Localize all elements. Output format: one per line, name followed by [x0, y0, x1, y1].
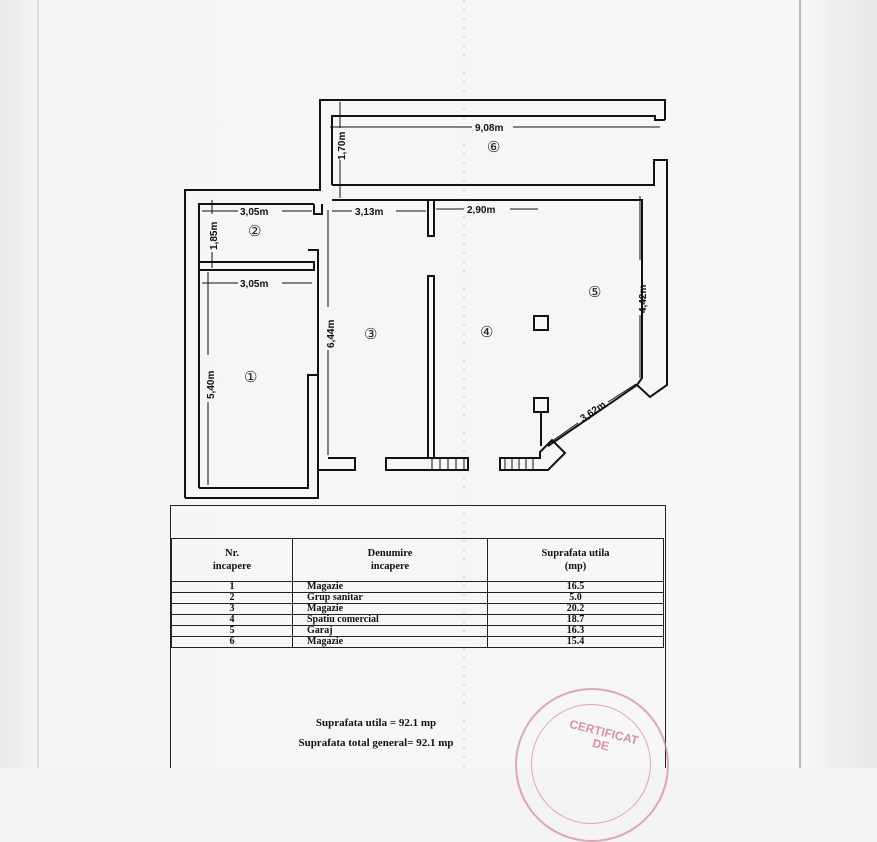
partition-room3-4 — [427, 275, 435, 459]
area-table-frame: Nr. incapere Denumire incapere Suprafata… — [170, 505, 666, 768]
table-row: 3 Magazie 20.2 — [171, 603, 664, 615]
dim-3-13: 3,13m — [355, 207, 383, 218]
column-1 — [533, 315, 549, 331]
stairs-mid — [431, 458, 465, 470]
summary-usable-area: Suprafata utila = 92.1 mp — [315, 717, 437, 729]
dim-3-05-top: 3,05m — [240, 207, 268, 218]
certification-stamp: CERTIFICAT DE — [515, 688, 669, 842]
partition-room1-2 — [199, 261, 315, 271]
walls — [184, 99, 668, 499]
room6-inner-top — [331, 115, 665, 185]
dim-5-40: 5,40m — [206, 371, 217, 399]
right-wall — [332, 159, 668, 399]
dim-6-44: 6,44m — [326, 320, 337, 348]
room1-bottom — [199, 374, 319, 489]
partition-top-stub — [427, 200, 435, 237]
dim-3-05-mid: 3,05m — [240, 279, 268, 290]
dim-3-62: 3,62m — [579, 399, 609, 424]
summary-total-area: Suprafata total general= 92.1 mp — [298, 737, 454, 749]
outer-wall-top-left — [184, 99, 666, 498]
room-label-5: ⑤ — [588, 283, 601, 301]
door-jamb — [313, 204, 323, 215]
room-label-2: ② — [248, 222, 261, 240]
dimension-lines — [202, 102, 660, 485]
table-header-row: Nr. incapere Denumire incapere Suprafata… — [171, 538, 664, 582]
room-label-4: ④ — [480, 323, 493, 341]
column-2 — [533, 397, 549, 413]
header-nr: Nr. incapere — [171, 538, 293, 582]
stairs-right — [504, 458, 534, 470]
table-row: 1 Magazie 16.5 — [171, 581, 664, 593]
partition-room1-3 — [308, 249, 319, 375]
diagonal-wall — [547, 384, 638, 447]
bottom-wall-right — [499, 438, 567, 471]
table-row: 4 Spatiu comercial 18.7 — [171, 614, 664, 626]
header-area: Suprafata utila (mp) — [487, 538, 664, 582]
floor-plan: 9,08m 1,70m 3,05m 3,13m 2,90m 1,85m 3,05… — [37, 0, 801, 768]
room-label-1: ① — [244, 368, 257, 386]
header-name: Denumire incapere — [292, 538, 488, 582]
table-row: 2 Grup sanitar 5.0 — [171, 592, 664, 604]
area-table: Nr. incapere Denumire incapere Suprafata… — [171, 538, 664, 648]
room-label-3: ③ — [364, 325, 377, 343]
room-label-6: ⑥ — [487, 138, 500, 156]
dim-4-42: 4,42m — [638, 285, 649, 313]
inner-wall-left — [198, 203, 314, 488]
bottom-wall-left — [185, 457, 356, 499]
bottom-wall-mid — [385, 457, 469, 471]
area-summary: Suprafata utila = 92.1 mp Suprafata tota… — [171, 713, 581, 753]
dim-9-08: 9,08m — [475, 123, 503, 134]
dim-2-90: 2,90m — [467, 205, 495, 216]
table-row: 6 Magazie 15.4 — [171, 636, 664, 648]
dim-1-70: 1,70m — [337, 132, 348, 160]
table-row: 5 Garaj 16.3 — [171, 625, 664, 637]
dim-1-85: 1,85m — [209, 222, 220, 250]
